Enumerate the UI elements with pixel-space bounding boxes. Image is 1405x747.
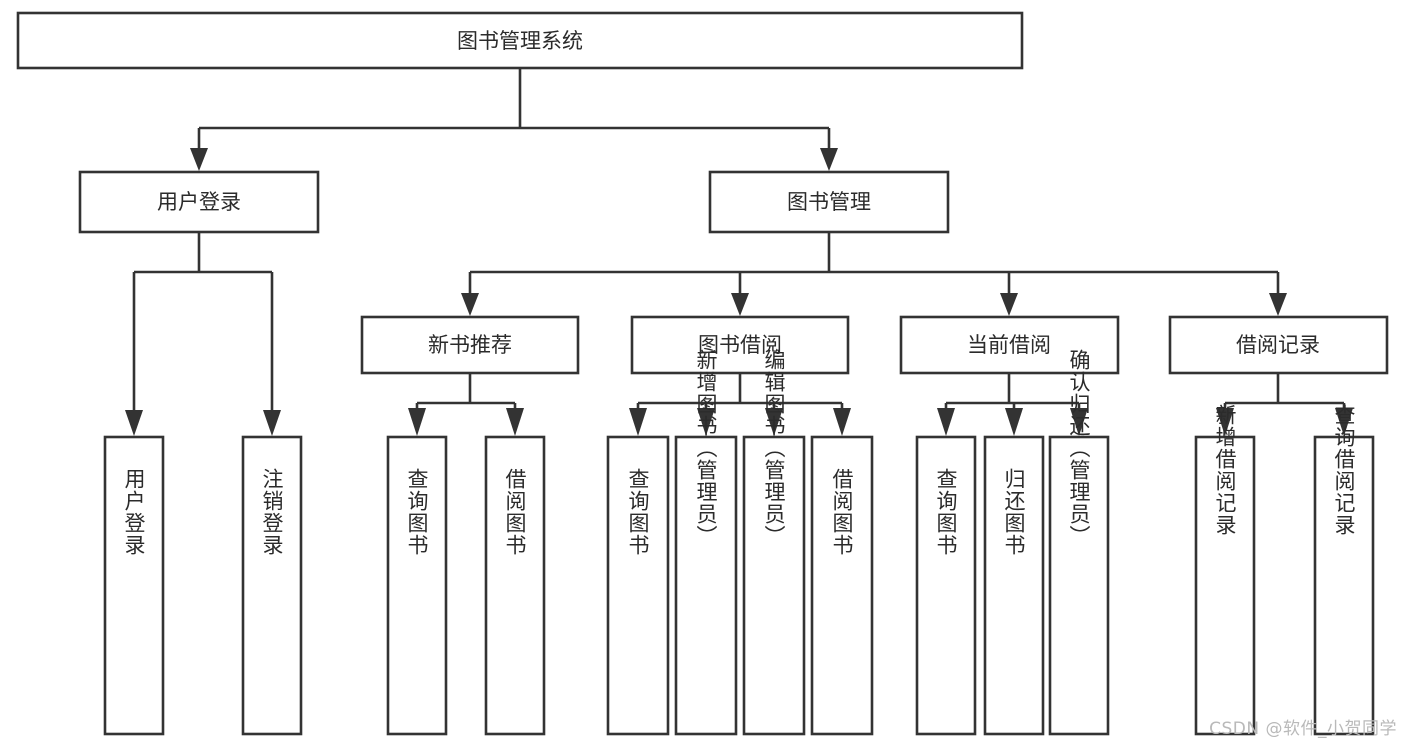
arrowhead-current-borrow <box>1000 293 1018 316</box>
node-root-label: 图书管理系统 <box>457 29 583 53</box>
arrowhead-leaf-borrow-book-b <box>833 408 851 436</box>
leaf-node-edit-book-admin[interactable]: 编辑图书（管理员） <box>742 349 806 736</box>
leaf-node-user-login-box[interactable] <box>103 435 165 736</box>
arrowhead-user-login <box>190 148 208 171</box>
leaf-node-confirm-return-admin-box[interactable] <box>1048 435 1110 736</box>
leaf-node-query-book-borrow-box[interactable] <box>606 435 670 736</box>
leaf-node-borrow-book-recommend-box[interactable] <box>484 435 546 736</box>
node-book-borrow-box[interactable] <box>630 315 850 375</box>
leaf-node-add-book-admin[interactable]: 新增图书（管理员） <box>674 349 738 736</box>
leaf-node-borrow-book-borrow-label: 借阅图书 <box>830 468 854 556</box>
arrowhead-new-book <box>461 293 479 316</box>
node-current-borrow-box[interactable] <box>899 315 1120 375</box>
leaf-node-query-borrow-record-label: 查询借阅记录 <box>1332 404 1356 536</box>
arrowhead-leaf-add-record <box>1216 408 1234 436</box>
leaf-node-query-borrow-record[interactable]: 查询借阅记录 <box>1313 404 1375 736</box>
leaf-node-user-login[interactable]: 用户登录 <box>103 435 165 736</box>
leaf-node-logout[interactable]: 注销登录 <box>241 435 303 736</box>
arrowhead-leaf-logout <box>263 410 281 436</box>
leaf-node-query-borrow-record-box[interactable] <box>1313 435 1375 736</box>
connector-layer <box>125 68 1353 436</box>
arrowhead-leaf-user-login <box>125 410 143 436</box>
node-user-login-box[interactable] <box>78 170 320 234</box>
node-new-book-recommend-box[interactable] <box>360 315 580 375</box>
leaf-node-confirm-return-admin[interactable]: 确认归还（管理员） <box>1048 349 1110 736</box>
arrowhead-leaf-query-record <box>1335 408 1353 436</box>
arrowhead-leaf-borrow-book-a <box>506 408 524 436</box>
node-new-book-recommend[interactable]: 新书推荐 <box>360 315 580 375</box>
leaf-node-borrow-book-borrow[interactable]: 借阅图书 <box>810 435 874 736</box>
leaf-node-edit-book-admin-label: 编辑图书（管理员） <box>762 349 786 547</box>
node-book-management-box[interactable] <box>708 170 950 234</box>
node-borrow-record-label: 借阅记录 <box>1236 333 1320 357</box>
leaf-node-logout-label: 注销登录 <box>260 468 284 556</box>
leaf-node-return-book-box[interactable] <box>983 435 1045 736</box>
node-new-book-recommend-label: 新书推荐 <box>428 333 512 357</box>
leaf-node-add-borrow-record-label: 新增借阅记录 <box>1213 404 1237 536</box>
leaf-node-query-book-current-label: 查询图书 <box>934 468 958 556</box>
node-user-login-label: 用户登录 <box>157 190 241 214</box>
leaf-node-query-book-borrow[interactable]: 查询图书 <box>606 435 670 736</box>
leaf-node-query-book-recommend[interactable]: 查询图书 <box>386 435 448 736</box>
leaf-node-user-login-label: 用户登录 <box>122 468 146 556</box>
node-book-borrow[interactable]: 图书借阅 <box>630 315 850 375</box>
arrowhead-leaf-edit-book <box>765 408 783 436</box>
leaf-node-query-book-recommend-box[interactable] <box>386 435 448 736</box>
leaf-node-edit-book-admin-box[interactable] <box>742 435 806 736</box>
arrowhead-leaf-confirm-return <box>1070 408 1088 436</box>
arrowhead-borrow-record <box>1269 293 1287 316</box>
leaf-node-query-book-borrow-label: 查询图书 <box>626 468 650 556</box>
leaf-node-logout-box[interactable] <box>241 435 303 736</box>
node-user-login[interactable]: 用户登录 <box>78 170 320 234</box>
leaf-node-add-borrow-record[interactable]: 新增借阅记录 <box>1194 404 1256 736</box>
leaf-node-query-book-current-box[interactable] <box>915 435 977 736</box>
arrowhead-borrow-book <box>731 293 749 316</box>
leaf-node-return-book-label: 归还图书 <box>1002 468 1026 556</box>
node-borrow-record-box[interactable] <box>1168 315 1389 375</box>
leaf-node-borrow-book-recommend[interactable]: 借阅图书 <box>484 435 546 736</box>
node-current-borrow-label: 当前借阅 <box>967 333 1051 357</box>
arrowhead-book-mgmt <box>820 148 838 171</box>
node-root-book-management-system[interactable]: 图书管理系统 <box>16 11 1024 70</box>
leaf-node-add-borrow-record-box[interactable] <box>1194 435 1256 736</box>
node-book-management-label: 图书管理 <box>787 190 871 214</box>
arrowhead-leaf-return-book <box>1005 408 1023 436</box>
node-root-box[interactable] <box>16 11 1024 70</box>
node-book-management[interactable]: 图书管理 <box>708 170 950 234</box>
arrowhead-leaf-query-book-a <box>408 408 426 436</box>
leaf-node-return-book[interactable]: 归还图书 <box>983 435 1045 736</box>
arrowhead-leaf-add-book <box>697 408 715 436</box>
node-current-borrow[interactable]: 当前借阅 <box>899 315 1120 375</box>
node-borrow-record[interactable]: 借阅记录 <box>1168 315 1389 375</box>
leaf-node-query-book-current[interactable]: 查询图书 <box>915 435 977 736</box>
leaf-node-add-book-admin-label: 新增图书（管理员） <box>694 349 718 547</box>
leaf-node-confirm-return-admin-label: 确认归还（管理员） <box>1067 349 1091 547</box>
leaf-node-borrow-book-recommend-label: 借阅图书 <box>503 468 527 556</box>
arrowhead-leaf-query-book-c <box>937 408 955 436</box>
leaf-node-add-book-admin-box[interactable] <box>674 435 738 736</box>
arrowhead-leaf-query-book-b <box>629 408 647 436</box>
node-book-borrow-label: 图书借阅 <box>698 333 782 357</box>
leaf-node-query-book-recommend-label: 查询图书 <box>405 468 429 556</box>
leaf-node-borrow-book-borrow-box[interactable] <box>810 435 874 736</box>
